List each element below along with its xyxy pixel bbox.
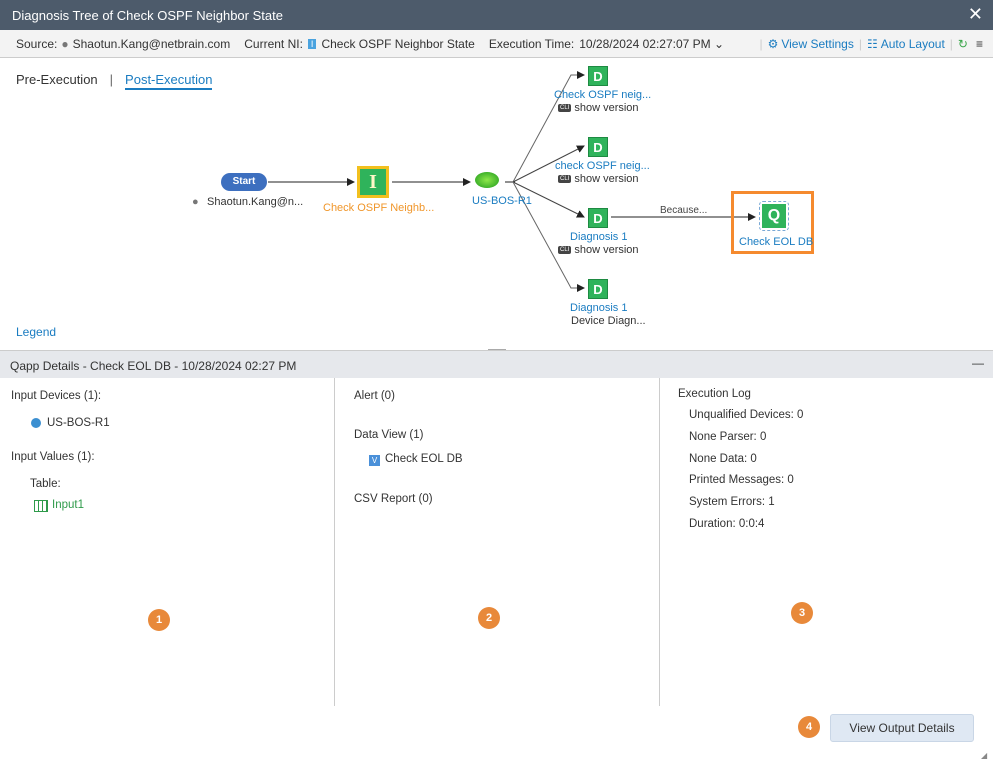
router-icon[interactable] (475, 172, 499, 188)
tab-post-execution[interactable]: Post-Execution (125, 72, 213, 90)
tab-pre-execution[interactable]: Pre-Execution (16, 72, 98, 87)
callout-badge-2: 2 (478, 607, 500, 629)
execution-time-value: 10/28/2024 02:27:07 PM (579, 36, 711, 51)
details-header: Qapp Details - Check EOL DB - 10/28/2024… (0, 350, 993, 378)
edge (512, 181, 585, 292)
current-ni-label: Current NI: (244, 36, 303, 51)
diagnosis-node-label: Diagnosis 1 (570, 231, 628, 243)
refresh-icon[interactable]: ↻ (957, 36, 968, 51)
resize-grip-icon[interactable]: ◢ (981, 751, 988, 760)
divider (334, 378, 335, 706)
diagnosis-node-sub: Device Diagn... (571, 315, 646, 327)
close-icon[interactable]: ✕ (967, 4, 983, 24)
sub-text: show version (574, 173, 639, 185)
legend-link[interactable]: Legend (16, 325, 57, 339)
current-ni-value: Check OSPF Neighbor State (321, 36, 475, 51)
menu-icon[interactable]: ≡ (975, 36, 983, 51)
csv-report-heading: CSV Report (0) (354, 493, 433, 505)
log-line: Duration: 0:0:4 (689, 518, 765, 530)
details-title: Qapp Details - Check EOL DB - 10/28/2024… (10, 359, 297, 373)
hierarchy-icon: ☷ (866, 36, 878, 51)
table-icon (34, 500, 48, 512)
source-value: Shaotun.Kang@netbrain.com (72, 36, 231, 51)
input-table-link[interactable]: Input1 (52, 499, 84, 511)
callout-badge-4: 4 (798, 716, 820, 738)
edge (512, 145, 585, 183)
tab-separator: | (109, 72, 114, 87)
log-line: Printed Messages: 0 (689, 474, 794, 486)
qapp-node-selected[interactable]: Q Check EOL DB (731, 191, 814, 254)
device-node-label: US-BOS-R1 (472, 195, 532, 207)
collapse-button[interactable]: — (972, 356, 984, 370)
diagnosis-node[interactable]: D (588, 137, 608, 157)
qapp-icon: Q (762, 204, 786, 228)
device-icon (31, 418, 41, 428)
toolbar: Source: ● Shaotun.Kang@netbrain.com Curr… (0, 30, 993, 58)
sub-text: show version (574, 102, 639, 114)
diagnosis-node[interactable]: D (588, 208, 608, 228)
cli-icon: CLI (558, 246, 572, 255)
edge-label: Because... (660, 205, 708, 216)
source-label: Source: (16, 36, 58, 51)
user-icon: ● (61, 36, 69, 51)
log-line: None Data: 0 (689, 453, 757, 465)
diagnosis-node-label: Check OSPF neig... (554, 89, 652, 101)
log-line: None Parser: 0 (689, 431, 767, 443)
gear-icon: ⚙ (767, 36, 779, 51)
qapp-node-frame: Q (759, 201, 789, 231)
input-values-heading: Input Values (1): (11, 451, 95, 463)
auto-layout-button[interactable]: Auto Layout (880, 36, 945, 51)
divider: | (759, 36, 763, 51)
diagnosis-node-label: Diagnosis 1 (570, 302, 628, 314)
diagnosis-node-label: check OSPF neig... (555, 160, 650, 172)
input-device-item[interactable]: US-BOS-R1 (47, 417, 110, 429)
window-title: Diagnosis Tree of Check OSPF Neighbor St… (12, 8, 283, 23)
cli-icon: CLI (558, 175, 572, 184)
edge (512, 71, 585, 183)
toolbar-info: Source: ● Shaotun.Kang@netbrain.com Curr… (16, 37, 724, 51)
view-settings-button[interactable]: View Settings (781, 36, 854, 51)
start-user: Shaotun.Kang@n... (207, 196, 304, 208)
divider: | (949, 36, 953, 51)
ni-node[interactable]: I (357, 166, 389, 198)
log-line: System Errors: 1 (689, 496, 775, 508)
divider (659, 378, 660, 706)
user-icon: ● (192, 196, 199, 208)
alert-heading: Alert (0) (354, 390, 395, 402)
input-devices-heading: Input Devices (1): (11, 390, 102, 402)
data-view-icon: V (369, 455, 380, 466)
start-node[interactable]: Start (221, 173, 267, 191)
sub-text: show version (574, 244, 639, 256)
execution-log-heading: Execution Log (678, 388, 751, 400)
execution-tabs: Pre-Execution | Post-Execution (16, 72, 213, 90)
toolbar-actions: | ⚙ View Settings | ☷ Auto Layout | ↻ ≡ (759, 37, 983, 51)
callout-badge-3: 3 (791, 602, 813, 624)
divider: | (858, 36, 862, 51)
execution-time-select[interactable]: 10/28/2024 02:27:07 PM ⌄ (579, 36, 725, 51)
execution-time-label: Execution Time: (488, 36, 575, 51)
diagnosis-node[interactable]: D (588, 66, 608, 86)
ni-icon: I (307, 38, 317, 49)
ni-node-label: Check OSPF Neighb... (323, 202, 435, 214)
log-line: Unqualified Devices: 0 (689, 409, 804, 421)
qapp-node-label: Check EOL DB (739, 236, 814, 248)
data-view-item[interactable]: Check EOL DB (385, 453, 463, 465)
diagnosis-node[interactable]: D (588, 279, 608, 299)
window-title-bar: Diagnosis Tree of Check OSPF Neighbor St… (0, 0, 993, 30)
view-output-details-button[interactable]: View Output Details (830, 714, 974, 742)
table-label: Table: (30, 478, 61, 490)
callout-badge-1: 1 (148, 609, 170, 631)
edge (512, 181, 585, 218)
cli-icon: CLI (558, 104, 572, 113)
data-view-heading: Data View (1) (354, 429, 424, 441)
